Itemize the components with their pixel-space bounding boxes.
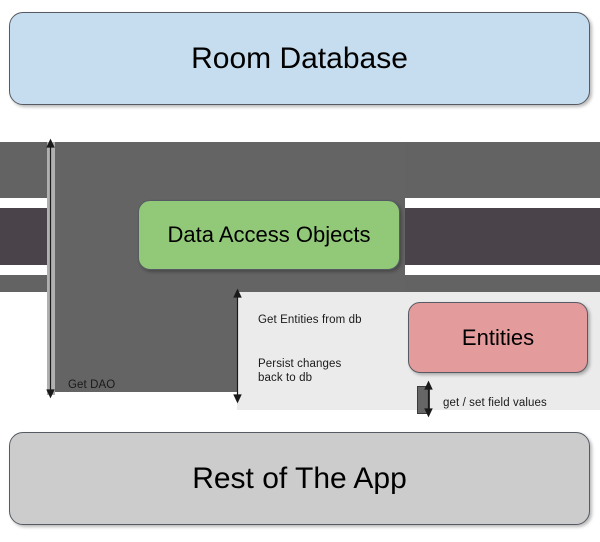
arrow-get-entities-head-down	[233, 394, 242, 404]
node-rest-of-the-app[interactable]: Rest of The App	[9, 432, 590, 525]
node-data-access-objects-label: Data Access Objects	[167, 222, 371, 247]
arrow-get-entities-from-db[interactable]	[231, 288, 244, 404]
artifact-small-dark-block	[417, 386, 430, 414]
edge-label-get-set-field-values: get / set field values	[443, 397, 547, 409]
node-entities-label: Entities	[461, 324, 535, 350]
node-entities[interactable]: Entities	[408, 302, 588, 373]
node-rest-of-the-app-label: Rest of The App	[192, 461, 407, 495]
edge-label-get-dao: Get DAO	[68, 379, 116, 391]
arrow-get-dao[interactable]	[44, 138, 57, 400]
arrow-get-dao-head-down	[46, 389, 55, 399]
arrow-get-set-head-down	[424, 408, 433, 418]
edge-label-get-entities-from-db: Get Entities from db	[258, 314, 362, 326]
arrow-get-dao-head-up	[46, 138, 55, 148]
node-data-access-objects[interactable]: Data Access Objects	[138, 200, 400, 270]
node-room-database-label: Room Database	[191, 41, 408, 75]
node-room-database[interactable]: Room Database	[9, 12, 590, 105]
arrow-get-entities-head-up	[233, 288, 242, 298]
arrow-get-set-head-up	[424, 380, 433, 390]
edge-label-persist-changes-back-to-db: Persist changes back to db	[258, 358, 342, 384]
arrow-get-set-field-values[interactable]	[422, 380, 435, 418]
